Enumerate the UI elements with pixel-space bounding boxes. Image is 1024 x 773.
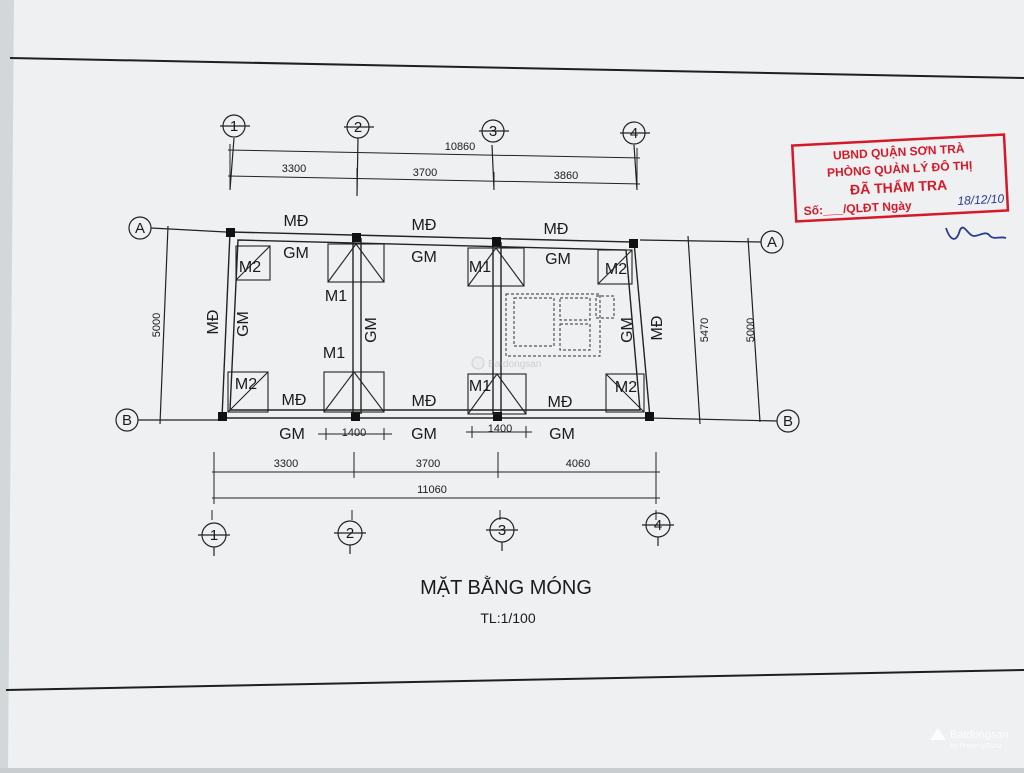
label-md-top-3: MĐ — [544, 221, 569, 238]
drawing-title: MẶT BẰNG MÓNG — [420, 575, 592, 599]
grid-bubble-2-top — [346, 115, 370, 139]
label-gm-right: GM — [619, 317, 636, 343]
grid-label-2-top: 2 — [354, 119, 362, 136]
grid-label-3-bottom: 3 — [498, 522, 506, 539]
dim-bottom-span-1: 3300 — [274, 458, 298, 470]
grid-label-1-bottom: 1 — [210, 527, 218, 544]
dim-door-left: 1400 — [342, 427, 366, 439]
grid-label-3-top: 3 — [489, 123, 497, 140]
dim-right-outer-height: 5000 — [745, 318, 757, 342]
door-width-lines — [318, 426, 532, 440]
dim-left-height: 5000 — [151, 313, 163, 337]
grid-label-1-top: 1 — [230, 118, 238, 135]
paper-edge — [0, 0, 14, 768]
grid-axes-left — [115, 216, 227, 432]
center-watermark: Batdongsan — [471, 356, 541, 370]
grid-label-A-left: A — [135, 220, 145, 237]
label-m1-middle: M1 — [323, 345, 345, 362]
top-dimension-lines — [227, 144, 641, 196]
stamp-line-3: ĐÃ THẨM TRA — [850, 176, 948, 198]
grid-label-2-bottom: 2 — [346, 525, 354, 542]
dim-top-span-1: 3300 — [282, 163, 306, 175]
label-gm-top-3: GM — [545, 251, 571, 268]
label-gm-bottom-3: GM — [549, 426, 575, 443]
label-md-top-2: MĐ — [412, 217, 437, 234]
grid-label-A-right: A — [767, 234, 777, 251]
stamp-border — [790, 133, 1010, 223]
label-gm-bottom-2: GM — [411, 426, 437, 443]
label-m1-top-right: M1 — [469, 259, 491, 276]
signature — [945, 226, 1007, 240]
label-gm-mid: GM — [363, 317, 380, 343]
columns — [218, 228, 654, 421]
grid-axes-top — [220, 114, 650, 197]
label-md-bottom-1: MĐ — [282, 392, 307, 409]
dim-bottom-span-3: 4060 — [566, 458, 590, 470]
dim-top-span-3: 3860 — [554, 170, 578, 182]
frame-bottom-line — [5, 669, 1024, 691]
label-m2-top-right: M2 — [605, 261, 627, 278]
svg-text:Batdongsan: Batdongsan — [950, 729, 1009, 741]
label-md-bottom-2: MĐ — [412, 393, 437, 410]
grid-bubble-3-top — [481, 119, 505, 143]
corner-watermark: Batdongsan by PropertyGuru — [930, 728, 1009, 750]
stamp-line-4: Số:___/QLĐT Ngày — [803, 198, 912, 218]
dashed-block — [505, 293, 615, 357]
dim-top-span-2: 3700 — [413, 167, 437, 179]
label-gm-bottom-1: GM — [279, 426, 305, 443]
grid-bubble-1-top — [222, 114, 246, 138]
dim-top-overall: 10860 — [445, 141, 476, 153]
grid-label-4-bottom: 4 — [654, 517, 662, 534]
grid-label-B-right: B — [783, 413, 793, 430]
bottom-dimension-lines — [211, 452, 660, 520]
label-md-bottom-3: MĐ — [548, 394, 573, 411]
dim-bottom-overall: 11060 — [417, 484, 447, 496]
grid-label-B-left: B — [122, 412, 132, 429]
grid-bubble-4-top — [622, 121, 646, 145]
label-md-right: MĐ — [649, 316, 666, 341]
home-logo-icon — [930, 728, 946, 740]
label-m1-bottom-right: M1 — [469, 378, 491, 395]
label-m1-top-mid: M1 — [325, 288, 347, 305]
label-gm-left: GM — [235, 311, 252, 337]
frame-top-line — [9, 57, 1024, 79]
grid-axes-bottom — [198, 512, 674, 556]
label-m2-bottom-left: M2 — [235, 376, 257, 393]
dim-door-right: 1400 — [488, 423, 512, 435]
label-m2-top-left: M2 — [239, 259, 261, 276]
footing-pads — [227, 243, 645, 415]
grid-label-4-top: 4 — [630, 125, 638, 142]
grid-axes-right — [639, 230, 800, 433]
drawing-scale: TL:1/100 — [480, 610, 535, 626]
svg-text:Batdongsan: Batdongsan — [488, 359, 541, 370]
label-md-top-1: MĐ — [284, 213, 309, 230]
stamp-date: 18/12/10 — [957, 192, 1005, 208]
stamp-line-1: UBND QUẬN SƠN TRÀ — [833, 141, 966, 163]
svg-text:by PropertyGuru: by PropertyGuru — [950, 743, 1001, 750]
dim-bottom-span-2: 3700 — [416, 458, 440, 470]
label-gm-top-1: GM — [283, 245, 309, 262]
paper-sheet — [6, 0, 1024, 768]
label-m2-bottom-right: M2 — [615, 379, 637, 396]
label-md-left: MĐ — [205, 310, 222, 335]
dim-right-inner-height: 5470 — [699, 318, 711, 342]
label-gm-top-2: GM — [411, 249, 437, 266]
